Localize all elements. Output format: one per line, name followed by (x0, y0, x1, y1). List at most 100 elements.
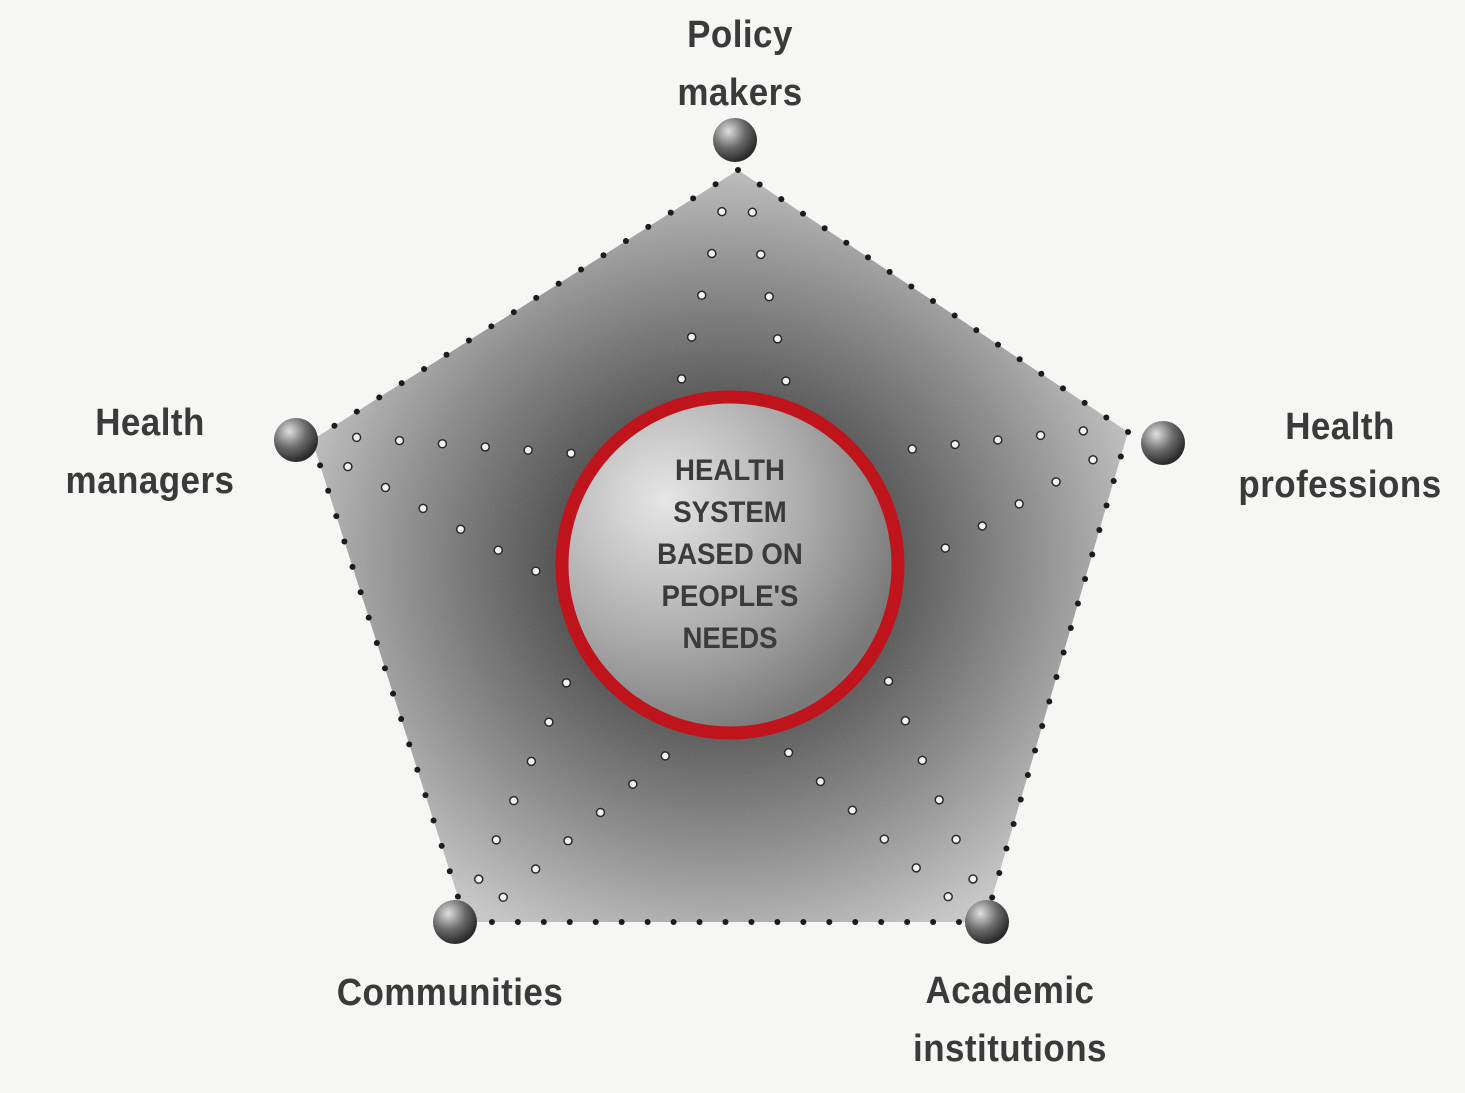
connector-dot (418, 503, 428, 514)
connector-dot (747, 207, 758, 218)
outline-dot (930, 919, 937, 925)
connector-dot (563, 835, 573, 846)
outline-dot (904, 919, 911, 925)
connector-dot (781, 376, 791, 386)
connector-dot (394, 435, 405, 446)
connector-dot (951, 834, 961, 845)
connector-dot (696, 290, 707, 301)
outline-dot (696, 919, 703, 925)
outline-dot (989, 894, 996, 901)
outline-dot (514, 919, 521, 925)
outline-dot (365, 614, 372, 621)
outline-dot (430, 817, 437, 824)
label-line: professions (1238, 464, 1442, 506)
outline-dot (1032, 747, 1039, 754)
outline-dot (353, 408, 360, 415)
outline-dot (1117, 453, 1124, 460)
outline-dot (843, 239, 850, 246)
center-line: SYSTEM (673, 496, 787, 529)
outline-dot (333, 513, 340, 520)
connector-dot (879, 834, 890, 844)
outline-dot (821, 225, 828, 232)
pentagon-outline-dots (309, 167, 1131, 925)
outline-dot (951, 312, 958, 319)
outline-dot (865, 254, 871, 261)
outline-dot (443, 351, 450, 358)
connector-dot (764, 291, 774, 302)
connector-dot (783, 747, 794, 758)
connector-dot (934, 795, 944, 805)
connector-dot (1051, 477, 1061, 487)
outline-dot (533, 294, 540, 301)
label-line: Academic (925, 970, 1095, 1012)
outline-dot (406, 741, 413, 748)
outline-dot (376, 394, 383, 401)
outline-dot (1046, 698, 1053, 705)
connector-dot (480, 442, 491, 452)
outline-dot (488, 919, 495, 925)
outline-dot (349, 563, 356, 570)
outline-dot (578, 266, 585, 273)
node-ball-managers (274, 418, 318, 462)
node-ball-policy (713, 118, 757, 162)
connector-dot (595, 807, 606, 818)
outline-dot (421, 365, 428, 372)
outline-dot (1103, 414, 1110, 421)
outline-dot (1017, 796, 1024, 803)
outline-dot (1038, 370, 1045, 377)
outline-dot (800, 919, 807, 925)
outline-dot (1096, 527, 1103, 533)
outline-dot (317, 462, 324, 469)
outline-dot (398, 380, 405, 387)
outline-dot (712, 181, 719, 188)
connector-dot (526, 756, 537, 767)
center-sphere (568, 403, 892, 727)
node-ball-academic (965, 900, 1009, 944)
outline-dot (878, 919, 885, 925)
highlight-ring (555, 390, 905, 740)
connector-dot (917, 755, 928, 766)
connector-dot (900, 716, 911, 726)
outline-dot (1089, 551, 1096, 558)
connector-dot (544, 717, 554, 727)
outline-dot (381, 665, 388, 672)
label-line: institutions (913, 1028, 1107, 1070)
connector-dot (351, 432, 362, 443)
outline-dot (735, 167, 741, 173)
outline-dot (886, 268, 893, 275)
outline-dot (341, 538, 348, 545)
connector-dot (756, 249, 766, 260)
outline-dot (390, 690, 397, 697)
outline-dot (555, 280, 562, 287)
connector-dot (1088, 455, 1098, 465)
label-line: managers (65, 460, 235, 502)
connector-dot (686, 332, 697, 342)
connector-dot (676, 374, 687, 384)
connector-dot (530, 864, 541, 874)
connector-dot (491, 835, 502, 845)
outline-dot (622, 238, 629, 245)
outline-dot (1010, 821, 1017, 827)
outline-dot (1060, 649, 1067, 656)
connector-dot (993, 435, 1003, 445)
outline-dot (690, 195, 697, 202)
outline-dot (446, 868, 453, 875)
connector-dot (437, 439, 448, 449)
center-line: HEALTH (675, 454, 785, 487)
label-communities: Communities (312, 964, 588, 1022)
outline-dot (1074, 600, 1081, 607)
outline-dot (756, 181, 763, 188)
outline-dot (592, 919, 599, 925)
outline-dot (667, 209, 674, 216)
center-label: HEALTH SYSTEM BASED ON PEOPLE'S NEEDS (610, 450, 849, 660)
outline-dot (930, 298, 936, 304)
outline-dot (774, 919, 781, 925)
outline-dot (1103, 502, 1110, 509)
outline-dot (778, 196, 785, 203)
outline-dot (566, 919, 573, 925)
connector-dot (707, 248, 717, 259)
connector-dot (950, 439, 960, 450)
connector-dot (1014, 499, 1024, 509)
connector-dot (343, 461, 353, 472)
